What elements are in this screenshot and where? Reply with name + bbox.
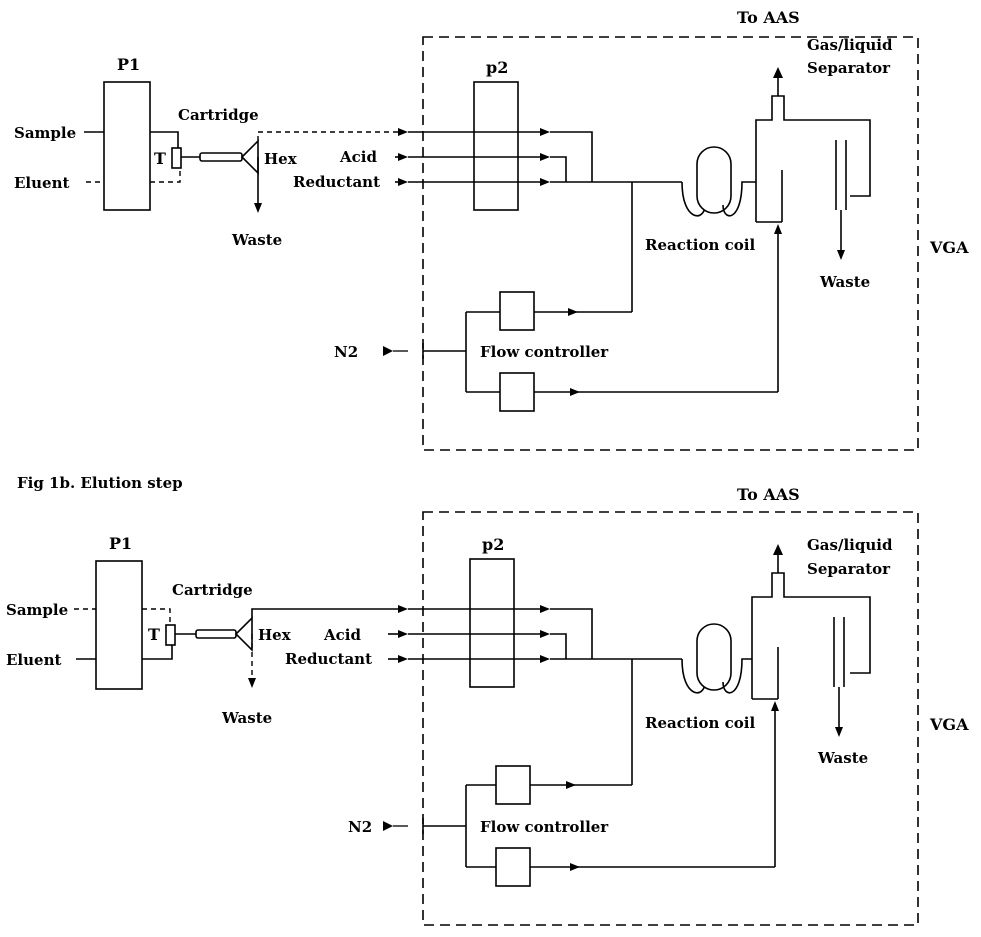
n2-arrow <box>383 821 393 831</box>
tee-fitting <box>165 624 176 646</box>
separator-label-2: Separator <box>807 59 891 77</box>
waste-right-arrow <box>837 250 845 260</box>
to-aas-label: To AAS <box>737 8 800 27</box>
sample-to-tee-line <box>142 608 171 625</box>
gas-liquid-separator <box>755 95 871 222</box>
merge-carrier <box>550 131 593 182</box>
reductant-arrow-in <box>398 178 408 186</box>
flow-arrow-lower <box>570 388 580 396</box>
acid-label: Acid <box>323 626 361 644</box>
reaction-coil <box>696 146 732 214</box>
acid-arrow-in <box>398 630 408 638</box>
cartridge <box>199 152 243 162</box>
diagram-panel-loading: P1 Sample Eluent T Cartridge Hex Waste A… <box>14 8 969 451</box>
flow-arrow-upper <box>568 308 578 316</box>
waste-right-arrow <box>835 727 843 737</box>
separator-label-1: Gas/liquid <box>807 36 893 54</box>
hex-to-p2-arrow <box>398 128 408 136</box>
reaction-coil <box>696 623 732 691</box>
p2-out-arrow-1 <box>540 605 550 613</box>
hex-label: Hex <box>264 150 298 168</box>
flow-controller-upper <box>495 765 531 805</box>
to-aas-arrow <box>773 67 783 78</box>
tee-fitting <box>171 147 182 169</box>
hex-splitter <box>234 616 253 652</box>
vga-frame <box>422 511 919 926</box>
hex-to-p2-arrow <box>398 605 408 613</box>
to-aas-arrow <box>773 544 783 555</box>
to-aas-label: To AAS <box>737 485 800 504</box>
vga-label: VGA <box>929 715 969 734</box>
p2-out-arrow-2 <box>540 153 550 161</box>
tee-label: T <box>154 149 166 168</box>
diagram-panel-elution: P1 Sample Eluent T Cartridge Hex Waste A… <box>6 485 969 926</box>
flow-controller-upper <box>499 291 535 331</box>
reductant-label: Reductant <box>293 173 380 191</box>
reductant-label: Reductant <box>285 650 372 668</box>
pump-p1-label: P1 <box>109 534 132 553</box>
waste-left-arrow <box>254 203 262 213</box>
hex-to-p2-line <box>257 131 400 141</box>
eluent-label: Eluent <box>14 174 69 192</box>
eluent-to-tee-line <box>142 643 173 660</box>
reaction-coil-right <box>722 181 756 217</box>
p2-out-arrow-3 <box>540 655 550 663</box>
flow-controller-label: Flow controller <box>480 343 609 361</box>
p2-out-arrow-3 <box>540 178 550 186</box>
pump-p1-label: P1 <box>117 55 140 74</box>
n2-label: N2 <box>334 343 358 361</box>
n2-label: N2 <box>348 818 372 836</box>
merge-carrier <box>550 608 593 659</box>
p2-out-arrow-1 <box>540 128 550 136</box>
flow-arrow-upper <box>566 781 576 789</box>
waste-left-arrow <box>248 678 256 688</box>
eluent-label: Eluent <box>6 651 61 669</box>
hex-label: Hex <box>258 626 292 644</box>
acid-arrow-in <box>398 153 408 161</box>
flow-arrow-separator <box>774 224 782 234</box>
flow-controller-lower <box>499 372 535 412</box>
reductant-arrow-in <box>398 655 408 663</box>
figure-caption: Fig 1b. Elution step <box>17 474 183 492</box>
flow-controller-label: Flow controller <box>480 818 609 836</box>
eluent-to-tee-line <box>150 166 181 183</box>
pump-p1 <box>95 560 143 690</box>
reaction-coil-right <box>722 658 752 694</box>
pump-p2 <box>469 558 515 688</box>
merge-acid <box>550 633 567 659</box>
sample-to-tee-line <box>150 131 179 148</box>
pump-p2-label: p2 <box>482 535 504 554</box>
acid-label: Acid <box>339 148 377 166</box>
gas-liquid-separator <box>751 572 871 699</box>
reaction-coil-label: Reaction coil <box>645 714 755 732</box>
flow-arrow-lower <box>570 863 580 871</box>
pump-p2 <box>473 81 519 211</box>
separator-label-2: Separator <box>807 560 891 578</box>
hex-splitter <box>240 139 259 175</box>
flow-arrow-separator <box>771 701 779 711</box>
vga-label: VGA <box>929 238 969 257</box>
n2-arrow <box>383 346 393 356</box>
hex-to-p2-line <box>251 608 400 618</box>
reaction-coil-label: Reaction coil <box>645 236 755 254</box>
flow-controller-lower <box>495 847 531 887</box>
cartridge-label: Cartridge <box>172 581 253 599</box>
sample-label: Sample <box>14 124 76 142</box>
pump-p2-label: p2 <box>486 58 508 77</box>
merge-acid <box>550 156 567 182</box>
vga-frame <box>422 36 919 451</box>
waste-right-label: Waste <box>817 749 868 767</box>
sample-label: Sample <box>6 601 68 619</box>
tee-label: T <box>148 625 160 644</box>
pump-p1 <box>103 81 151 211</box>
separator-label-1: Gas/liquid <box>807 536 893 554</box>
waste-left-label: Waste <box>221 709 272 727</box>
cartridge <box>195 629 237 639</box>
cartridge-label: Cartridge <box>178 106 259 124</box>
p2-out-arrow-2 <box>540 630 550 638</box>
waste-right-label: Waste <box>819 273 870 291</box>
waste-left-label: Waste <box>231 231 282 249</box>
